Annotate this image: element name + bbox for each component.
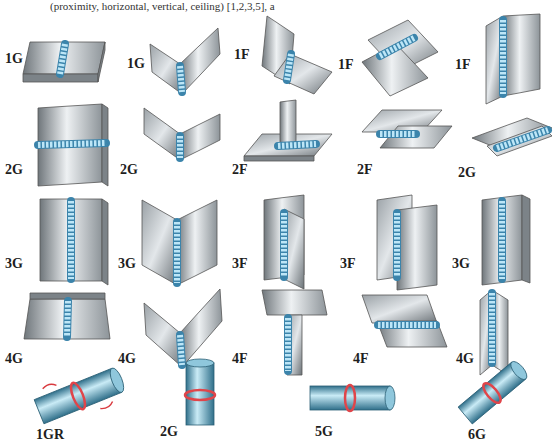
position-code: 2F [357,163,373,177]
position-code: 4G [5,352,23,366]
position-code: 4G [118,352,136,366]
position-code: 3G [5,257,23,271]
position-code: 2G [5,163,23,177]
position-code: 5G [315,425,333,439]
position-code: 2G [458,166,476,180]
position-code: 4F [232,352,248,366]
position-code: 4G [456,352,474,366]
position-code: 3G [118,257,136,271]
position-code: 4F [353,352,369,366]
position-code: 1G [127,57,145,71]
position-code: 2G [160,425,178,439]
position-code: 6G [468,428,486,442]
position-code: 1F [234,48,250,62]
caption-text: (proximity, horizontal, vertical, ceilin… [50,1,275,12]
position-code: 1G [5,52,23,66]
position-code: 1GR [36,428,64,442]
position-code: 1F [455,58,471,72]
position-code: 1F [338,58,354,72]
position-code: 2F [232,163,248,177]
position-code: 3G [452,257,470,271]
position-code: 3F [340,257,356,271]
position-code: 3F [232,257,248,271]
position-code: 2G [120,163,138,177]
